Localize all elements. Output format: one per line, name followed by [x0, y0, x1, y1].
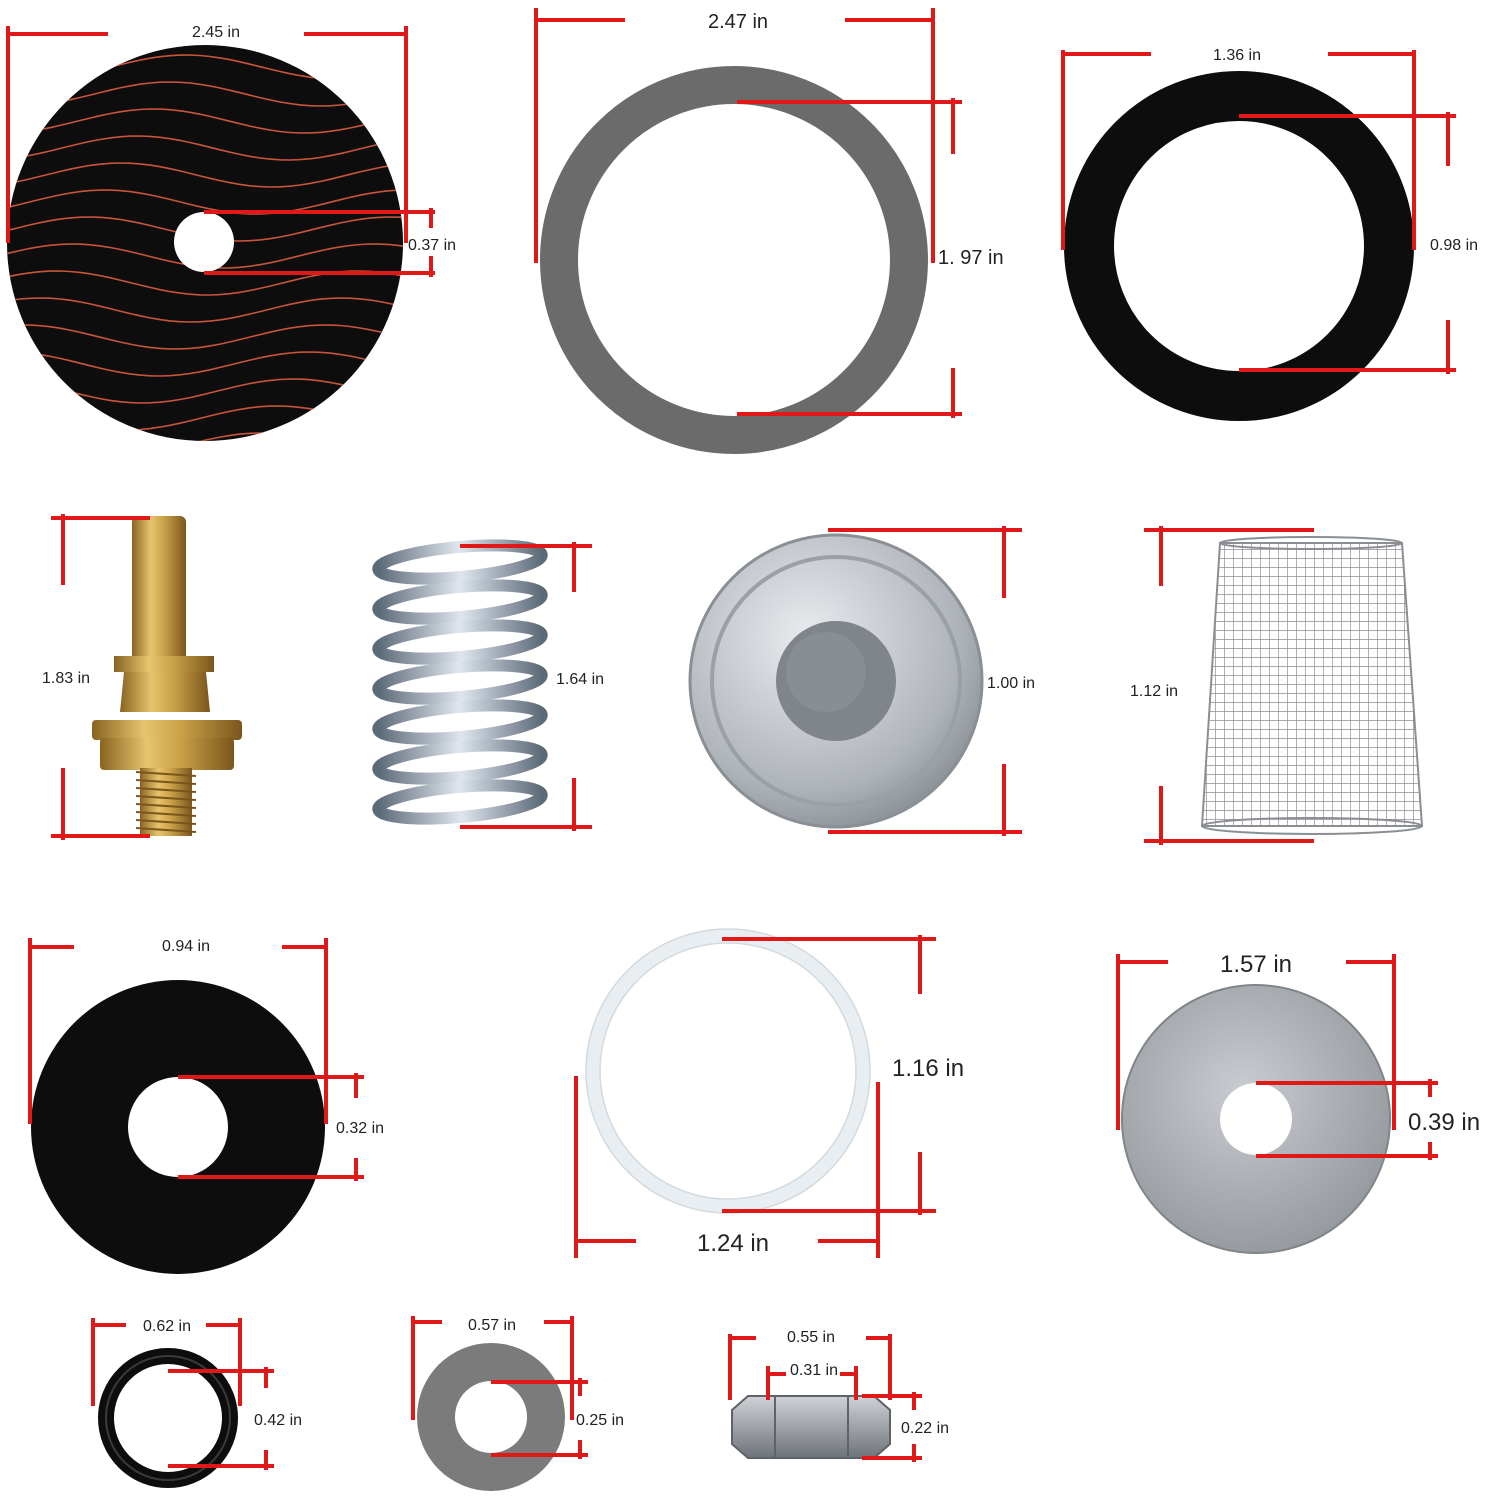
spring-coil — [372, 579, 548, 625]
thread-line — [135, 771, 197, 777]
black-ring-gasket-icon — [1064, 71, 1414, 421]
brass-stem: 1.83 in — [42, 514, 242, 840]
dimension-label: 1.64 in — [556, 671, 604, 688]
spring-coil — [372, 779, 548, 825]
steel-flat-washer-icon — [1121, 984, 1391, 1254]
dimension-label: 0.55 in — [787, 1329, 835, 1346]
dimension-lines — [6, 26, 435, 277]
dimension-label: 0.94 in — [162, 938, 210, 955]
disc-wave-line — [7, 324, 403, 350]
strainer: 1.12 in — [1130, 526, 1424, 845]
dimension-lines — [91, 1318, 274, 1470]
dimension-label: 1.36 in — [1213, 47, 1261, 64]
thread-line — [135, 827, 197, 833]
thread-shank — [140, 768, 192, 836]
dimension-lines — [1116, 954, 1438, 1160]
steel-washer: 1.57 in 0.39 in — [1116, 951, 1480, 1254]
dimension-label: 1.12 in — [1130, 683, 1178, 700]
disc-wave-line — [7, 297, 403, 323]
black-gasket: 1.36 in 0.98 in — [1061, 47, 1478, 421]
gray-small-washer-icon — [417, 1343, 565, 1491]
dimension-lines — [828, 526, 1022, 836]
spring-coil — [372, 739, 548, 785]
spring-coil — [372, 659, 548, 705]
gray-washer: 0.57 in 0.25 in — [411, 1316, 624, 1491]
disc-wave-line — [7, 432, 403, 441]
dimension-label: 0.22 in — [901, 1420, 949, 1437]
black-rubber-washer-icon — [31, 980, 325, 1274]
teflon-ring: 1.16 in 1.24 in — [574, 928, 964, 1258]
dimension-label: 0.98 in — [1430, 237, 1478, 254]
gray-ring-gasket-icon — [540, 66, 928, 454]
dimension-lines — [1061, 50, 1456, 374]
thread-line — [135, 803, 197, 809]
wavy-fiber-disc-icon — [7, 45, 403, 441]
mesh-strainer-cone-icon — [1200, 536, 1424, 835]
gray-gasket: 2.47 in 1. 97 in — [534, 8, 1004, 454]
dimension-label: 2.45 in — [192, 24, 240, 41]
disc-wave-line — [7, 189, 403, 215]
disc-wave-line — [7, 162, 403, 188]
dimension-label: 0.57 in — [468, 1317, 516, 1334]
dimension-lines — [460, 542, 592, 831]
thread-line — [135, 819, 197, 825]
dimension-lines — [728, 1334, 922, 1462]
disc-wave-line — [7, 108, 403, 134]
dimension-label: 1.83 in — [42, 670, 90, 687]
hex-nut: 0.55 in 0.31 in 0.22 in — [728, 1329, 949, 1462]
dimension-label: 0.31 in — [790, 1362, 838, 1379]
thread-line — [135, 795, 197, 801]
dimension-label: 0.32 in — [336, 1120, 384, 1137]
thread-line — [135, 787, 197, 793]
thread-line — [135, 811, 197, 817]
dimension-label: 1.24 in — [697, 1230, 769, 1257]
brass-threaded-stem-icon — [92, 516, 242, 836]
dimension-lines — [28, 938, 364, 1181]
valve-cap: 1.00 in — [688, 526, 1035, 836]
dimension-label: 1. 97 in — [938, 247, 1004, 269]
dimension-lines — [534, 8, 962, 418]
dimension-label: 0.39 in — [1408, 1109, 1480, 1136]
spring-coil — [372, 699, 548, 745]
dimension-label: 2.47 in — [708, 11, 768, 33]
thread-line — [135, 779, 197, 785]
dimension-lines — [574, 935, 936, 1258]
dimension-lines — [1144, 526, 1314, 845]
rubber-washer: 0.94 in 0.32 in — [28, 938, 384, 1274]
hex-nut-icon — [731, 1395, 891, 1459]
dimension-label: 0.25 in — [576, 1412, 624, 1429]
steel-valve-disc-icon — [688, 533, 984, 829]
o-ring: 0.62 in 0.42 in — [91, 1318, 302, 1488]
disc-wave-line — [7, 351, 403, 377]
dimension-lines — [411, 1316, 588, 1459]
dimension-label: 1.16 in — [892, 1055, 964, 1082]
dimension-label: 1.57 in — [1220, 951, 1292, 978]
spring-coil — [372, 539, 548, 585]
compression-spring-icon — [372, 539, 548, 825]
dimension-lines — [51, 514, 150, 840]
dimension-label: 0.42 in — [254, 1412, 302, 1429]
dimension-label: 0.37 in — [408, 237, 456, 254]
dimension-label: 1.00 in — [987, 675, 1035, 692]
white-teflon-ring-icon — [585, 928, 871, 1214]
disc-wave-line — [7, 135, 403, 161]
spring: 1.64 in — [372, 539, 604, 831]
fiber-disc: 2.45 in 0.37 in — [6, 24, 456, 441]
spring-coil — [372, 619, 548, 665]
black-o-ring-icon — [98, 1348, 238, 1488]
dimension-label: 0.62 in — [143, 1318, 191, 1335]
